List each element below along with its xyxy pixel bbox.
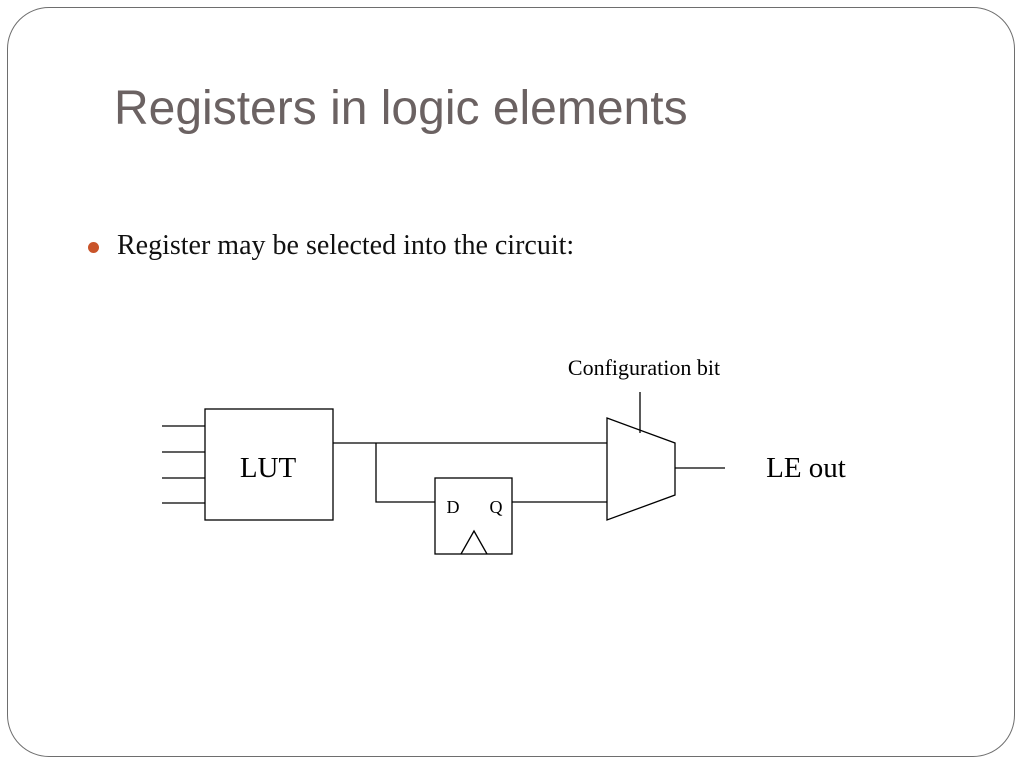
- bullet-text: Register may be selected into the circui…: [117, 230, 575, 261]
- lut-label: LUT: [240, 452, 297, 484]
- ff-q-label: Q: [490, 497, 503, 517]
- lut-box: [204, 408, 334, 521]
- lut-to-ff-wire: [375, 443, 435, 503]
- le-out-label: LE out: [766, 452, 846, 484]
- flip-flop-box: [434, 477, 513, 555]
- clock-triangle-icon: [460, 529, 488, 555]
- multiplexer: [606, 417, 676, 521]
- slide-frame: [7, 7, 1015, 757]
- ff-d-label: D: [447, 497, 460, 517]
- bullet-dot-icon: [88, 241, 99, 253]
- config-bit-label: Configuration bit: [568, 355, 720, 380]
- slide-title: Registers in logic elements: [114, 82, 688, 135]
- bullet-item: Register may be selected into the circui…: [88, 230, 574, 262]
